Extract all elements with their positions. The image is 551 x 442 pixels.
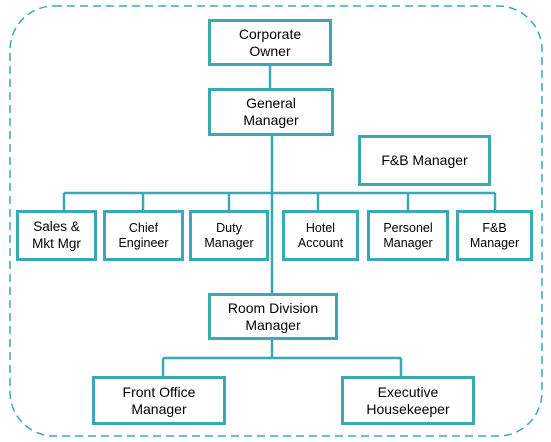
node-corporate-owner-label: Corporate Owner (238, 25, 302, 59)
node-room-division-manager: Room Division Manager (208, 293, 338, 340)
node-front-office-manager: Front Office Manager (92, 376, 226, 425)
node-fb-manager-label: F&B Manager (469, 220, 520, 250)
node-executive-housekeeper: Executive Housekeeper (341, 376, 475, 425)
node-general-manager-label: General Manager (243, 95, 299, 128)
node-sales-mkt-mgr: Sales & Mkt Mgr (16, 210, 97, 261)
node-hotel-account-label: Hotel Account (297, 220, 344, 250)
node-fb-manager-side: F&B Manager (358, 135, 491, 186)
node-chief-engineer-label: Chief Engineer (118, 220, 169, 250)
node-sales-mkt-mgr-label: Sales & Mkt Mgr (32, 219, 81, 251)
node-personel-manager-label: Personel Manager (383, 220, 433, 250)
node-chief-engineer: Chief Engineer (103, 210, 184, 261)
node-fb-manager: F&B Manager (456, 210, 533, 261)
dashed-outer-frame (9, 5, 543, 437)
node-executive-housekeeper-label: Executive Housekeeper (366, 383, 450, 417)
node-hotel-account: Hotel Account (282, 210, 359, 261)
node-personel-manager: Personel Manager (367, 210, 449, 261)
node-duty-manager: Duty Manager (189, 210, 269, 261)
node-duty-manager-label: Duty Manager (204, 220, 254, 250)
node-front-office-manager-label: Front Office Manager (122, 383, 196, 417)
node-fb-manager-side-label: F&B Manager (381, 152, 468, 169)
node-general-manager: General Manager (208, 88, 334, 136)
node-room-division-manager-label: Room Division Manager (227, 299, 319, 333)
node-corporate-owner: Corporate Owner (208, 19, 332, 66)
